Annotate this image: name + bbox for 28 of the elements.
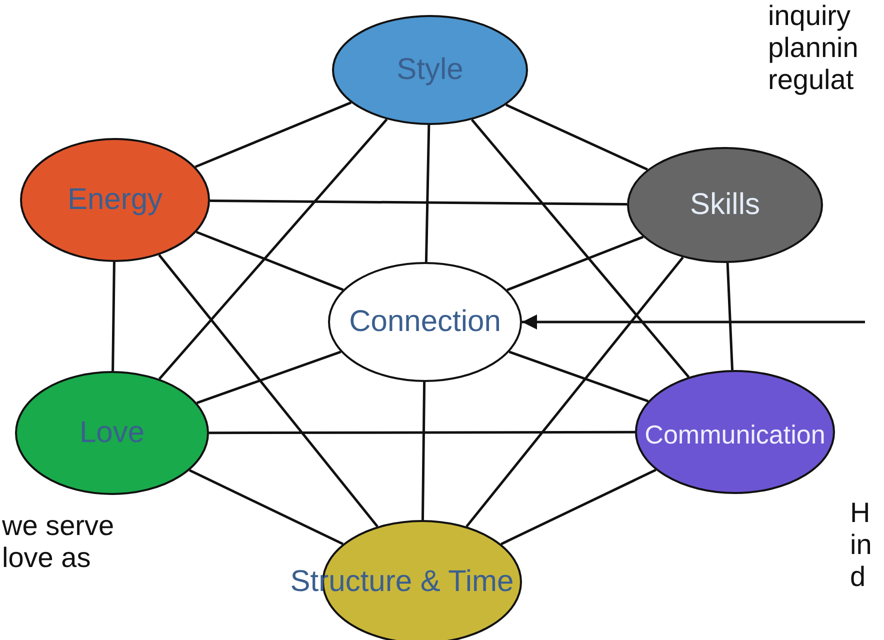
connector-line — [158, 254, 378, 528]
connector-line — [466, 256, 684, 528]
connector-line — [726, 262, 734, 370]
node-label: Energy — [67, 183, 163, 217]
connector-line — [500, 468, 656, 546]
arrow — [522, 314, 865, 330]
connector-line — [506, 236, 644, 292]
note-text: H in d — [850, 497, 873, 594]
connector-line — [209, 430, 635, 434]
connector-line — [196, 230, 344, 291]
node-label: Style — [396, 53, 464, 87]
node-label: Skills — [690, 188, 760, 222]
connector-line — [470, 118, 690, 378]
connector-line — [196, 350, 342, 404]
note-text: inquiry plannin regulat — [768, 0, 860, 97]
node-label: Love — [79, 416, 145, 450]
connector-line — [112, 262, 116, 372]
connector-line — [421, 382, 426, 520]
note-text: we serve love as — [2, 510, 116, 574]
node-label: Communication — [644, 420, 826, 450]
connector-line — [424, 124, 430, 262]
connector-line — [158, 118, 388, 380]
connector-line — [505, 104, 648, 171]
connector-line — [194, 101, 352, 168]
node-label: Connection — [349, 305, 501, 339]
connector-line — [188, 469, 344, 546]
connector-line — [508, 350, 649, 402]
connector-line — [210, 200, 628, 206]
